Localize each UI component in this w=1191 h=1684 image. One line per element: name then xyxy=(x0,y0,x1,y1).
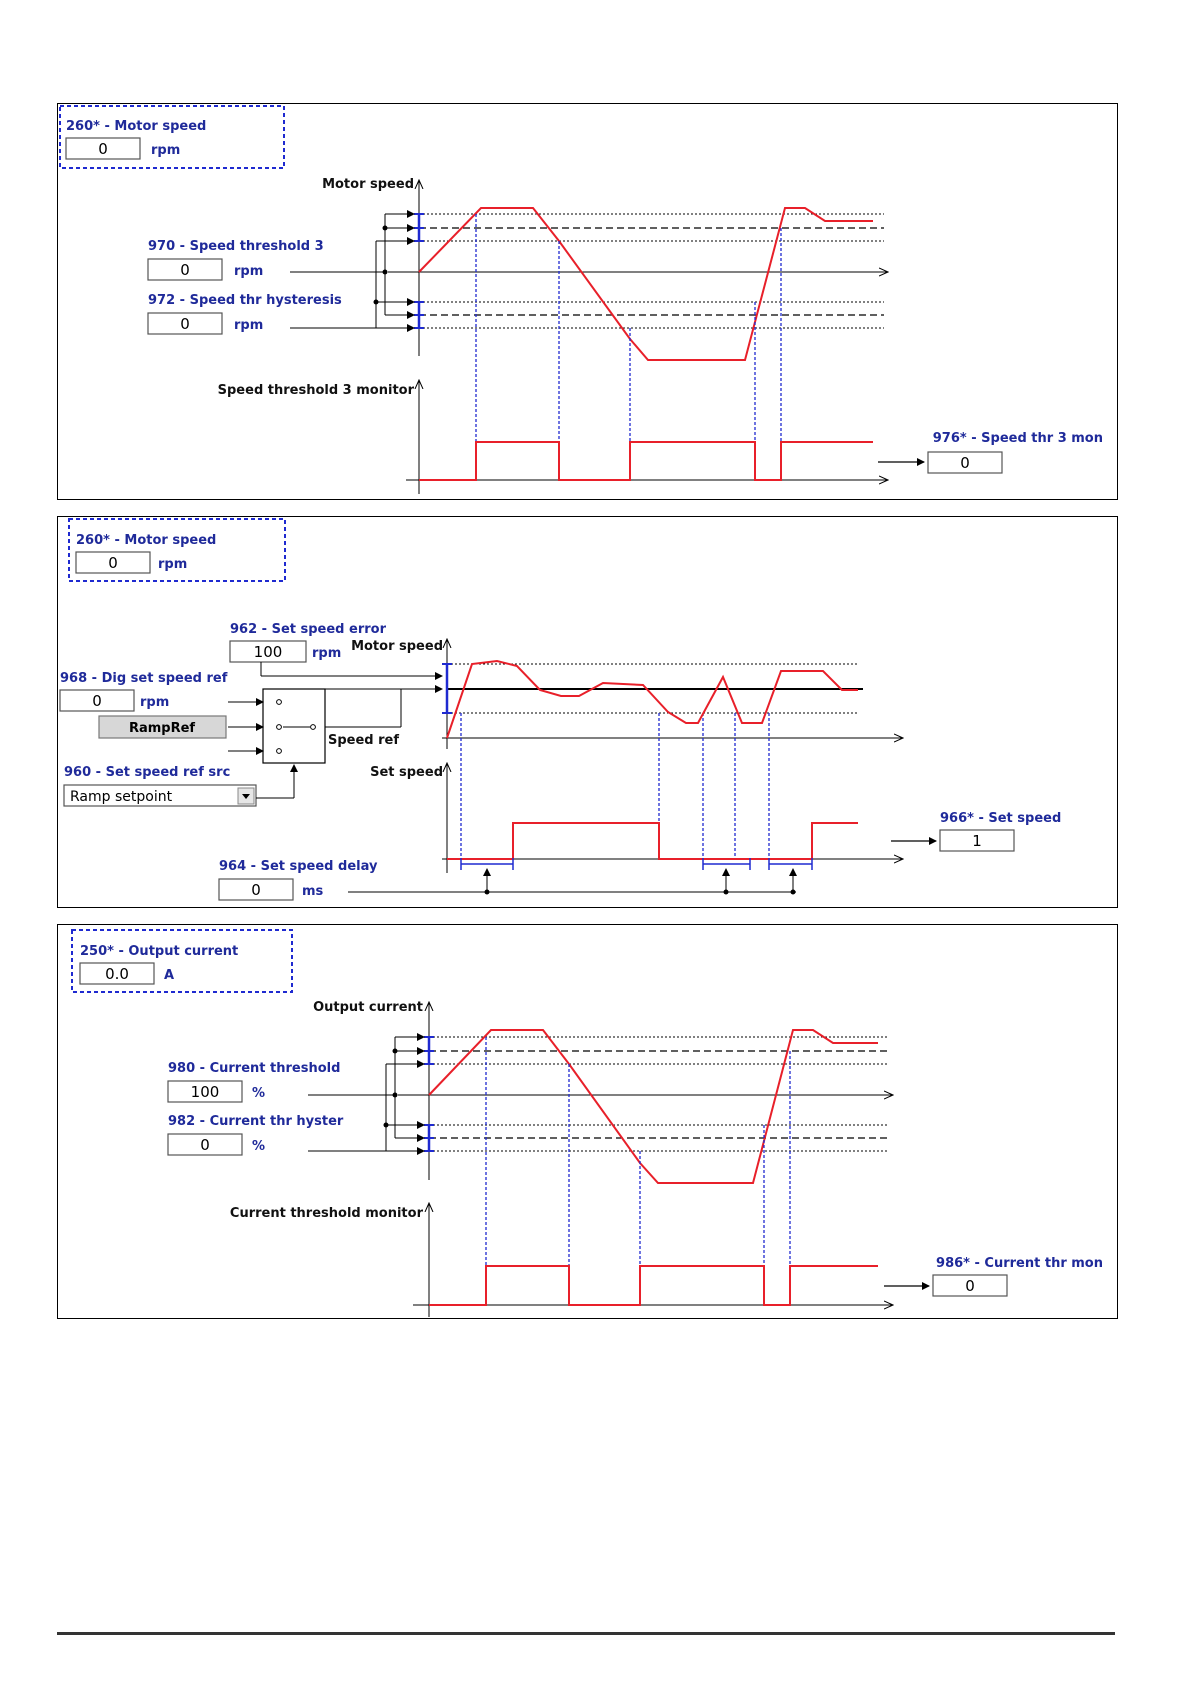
speed-threshold-unit: rpm xyxy=(234,264,263,279)
monitor-value: 0 xyxy=(98,140,108,158)
motor-speed-trace xyxy=(446,659,858,739)
speed-threshold-diagram: 260* - Motor speed 0 rpm Motor speed 970… xyxy=(59,105,1103,494)
speed-ref-label: Speed ref xyxy=(328,733,399,748)
speed-threshold-panel: 260* - Motor speed 0 rpm Motor speed 970… xyxy=(57,103,1118,500)
set-speed-ref-src-value: Ramp setpoint xyxy=(70,789,173,805)
motor-speed-axis-label: Motor speed xyxy=(351,639,443,654)
current-threshold-diagram: 250* - Output current 0.0 A Output curre… xyxy=(71,929,1103,1317)
dig-set-speed-ref-unit: rpm xyxy=(140,695,169,710)
current-threshold-unit: % xyxy=(252,1086,265,1101)
output-value: 0 xyxy=(960,454,970,472)
monitor-frame xyxy=(71,929,293,993)
ramp-ref-button-label: RampRef xyxy=(129,721,195,736)
set-speed-error-field[interactable] xyxy=(229,640,307,663)
output-label: 976* - Speed thr 3 mon xyxy=(933,431,1103,446)
monitor-value: 0 xyxy=(108,554,118,572)
speed-threshold-label: 970 - Speed threshold 3 xyxy=(148,239,324,254)
set-speed-trace xyxy=(447,822,858,860)
current-threshold-label: 980 - Current threshold xyxy=(168,1061,340,1076)
set-speed-axis-label: Set speed xyxy=(370,765,443,780)
motor-speed-axis-label: Motor speed xyxy=(322,177,414,192)
chevron-down-icon xyxy=(242,794,250,799)
current-hysteresis-field[interactable] xyxy=(167,1133,243,1156)
set-speed-panel: 260* - Motor speed 0 rpm 962 - Set speed… xyxy=(57,516,1118,908)
monitor-label: 250* - Output current xyxy=(80,944,238,959)
speed-hysteresis-unit: rpm xyxy=(234,318,263,333)
monitor-value-field[interactable] xyxy=(75,551,151,574)
transition-markers xyxy=(475,214,782,480)
ramp-ref-button[interactable] xyxy=(98,715,227,739)
output-value-field xyxy=(939,829,1015,852)
monitor-label: 260* - Motor speed xyxy=(66,119,206,134)
speed-threshold-field[interactable] xyxy=(147,258,223,281)
delay-wiring xyxy=(348,868,797,893)
current-hysteresis-label: 982 - Current thr hyster xyxy=(168,1114,344,1129)
transition-markers xyxy=(485,1037,791,1305)
speed-hysteresis-value: 0 xyxy=(180,315,190,333)
current-threshold-field[interactable] xyxy=(167,1080,243,1103)
speed-hysteresis-field[interactable] xyxy=(147,312,223,335)
monitor-value: 0.0 xyxy=(105,965,129,983)
output-current-axis-label: Output current xyxy=(313,1000,423,1015)
monitor-value-field[interactable] xyxy=(65,137,141,160)
current-threshold-value: 100 xyxy=(191,1083,220,1101)
set-speed-error-unit: rpm xyxy=(312,646,341,661)
monitor-axis-label: Current threshold monitor xyxy=(230,1206,424,1221)
threshold-wiring xyxy=(290,210,415,332)
footer-rule xyxy=(57,1632,1115,1635)
output-value: 1 xyxy=(972,832,982,850)
dig-set-speed-ref-field[interactable] xyxy=(59,689,135,712)
dig-set-speed-ref-value: 0 xyxy=(92,692,102,710)
source-selector-block xyxy=(262,688,326,764)
set-speed-delay-field[interactable] xyxy=(218,878,294,901)
speed-hysteresis-label: 972 - Speed thr hysteresis xyxy=(148,293,342,308)
monitor-frame xyxy=(59,105,285,169)
monitor-unit: A xyxy=(164,968,174,983)
set-speed-ref-src-select[interactable] xyxy=(63,784,257,807)
monitor-unit: rpm xyxy=(158,557,187,572)
current-monitor-trace xyxy=(429,1265,878,1306)
current-threshold-panel: 250* - Output current 0.0 A Output curre… xyxy=(57,924,1118,1319)
current-hysteresis-value: 0 xyxy=(200,1136,210,1154)
current-hysteresis-unit: % xyxy=(252,1139,265,1154)
dig-set-speed-ref-label: 968 - Dig set speed ref xyxy=(60,671,228,686)
set-speed-delay-label: 964 - Set speed delay xyxy=(219,859,378,874)
set-speed-delay-unit: ms xyxy=(302,884,324,899)
monitor-unit: rpm xyxy=(151,143,180,158)
error-wiring xyxy=(260,662,443,693)
set-speed-error-label: 962 - Set speed error xyxy=(230,622,387,637)
output-value-field xyxy=(932,1274,1008,1297)
transition-markers xyxy=(460,713,770,859)
monitor-value-field[interactable] xyxy=(79,962,155,985)
output-label: 986* - Current thr mon xyxy=(936,1256,1103,1271)
set-speed-delay-value: 0 xyxy=(251,881,261,899)
speed-threshold-value: 0 xyxy=(180,261,190,279)
output-value: 0 xyxy=(965,1277,975,1295)
output-value-field xyxy=(927,451,1003,474)
output-label: 966* - Set speed xyxy=(940,811,1061,826)
set-speed-error-value: 100 xyxy=(254,643,283,661)
threshold-wiring xyxy=(308,1033,425,1155)
motor-speed-trace xyxy=(418,207,873,361)
set-speed-diagram: 260* - Motor speed 0 rpm 962 - Set speed… xyxy=(59,518,1061,901)
delay-brackets xyxy=(460,858,813,870)
monitor-frame xyxy=(68,518,286,582)
monitor-axis-label: Speed threshold 3 monitor xyxy=(218,383,415,398)
set-speed-ref-src-label: 960 - Set speed ref src xyxy=(64,765,230,780)
selector-wiring xyxy=(228,689,402,755)
monitor-label: 260* - Motor speed xyxy=(76,533,216,548)
threshold-monitor-trace xyxy=(419,441,873,481)
output-current-trace xyxy=(428,1029,878,1184)
